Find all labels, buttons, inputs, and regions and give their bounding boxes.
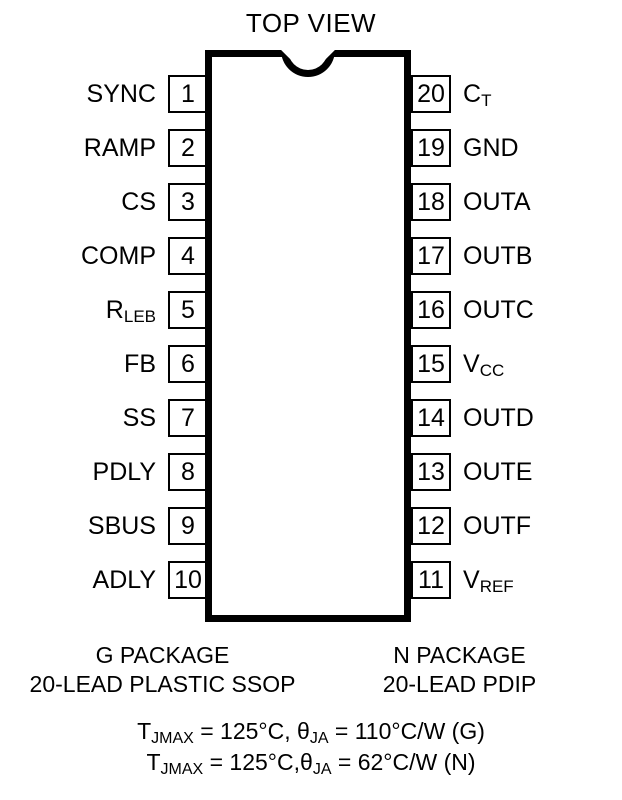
pin-label-base: COMP: [81, 242, 156, 270]
package-n-name: N PACKAGE: [393, 642, 526, 668]
tjmax-symbol-n: T: [146, 749, 161, 775]
pin-label-vcc: VCC: [463, 345, 622, 386]
pin-number-box-7: 7: [168, 399, 208, 437]
pin-number-box-2: 2: [168, 129, 208, 167]
pin-label-base: OUTD: [463, 404, 534, 432]
tjmax-subscript-g: JMAX: [151, 730, 194, 747]
pin-label-base: CS: [121, 188, 156, 216]
pin-label-base: SS: [122, 404, 156, 432]
pin-number-box-6: 6: [168, 345, 208, 383]
pin-label-base: SYNC: [86, 80, 156, 108]
pin-number-box-16: 16: [411, 291, 451, 329]
pin-label-fb: FB: [0, 345, 156, 383]
pin-label-comp: COMP: [0, 237, 156, 275]
tjmax-value-n: = 125°C,: [203, 749, 301, 775]
pin-label-base: C: [463, 80, 482, 108]
pin-number-box-13: 13: [411, 453, 451, 491]
pin-number-box-9: 9: [168, 507, 208, 545]
pin-number-box-4: 4: [168, 237, 208, 275]
thermal-spec-line-n: TJMAX = 125°C,θJA = 62°C/W (N): [0, 747, 622, 781]
pin-label-outc: OUTC: [463, 291, 622, 329]
page-title: TOP VIEW: [245, 8, 377, 38]
pin-label-base: GND: [463, 134, 519, 162]
pin-label-adly: ADLY: [0, 561, 156, 599]
thermal-spec-line-g: TJMAX = 125°C, θJA = 110°C/W (G): [0, 716, 622, 750]
pin-label-base: OUTE: [463, 458, 533, 486]
pin-number-box-10: 10: [168, 561, 208, 599]
tjmax-subscript-n: JMAX: [160, 761, 204, 778]
pin-label-base: OUTA: [463, 188, 531, 216]
pin-label-cs: CS: [0, 183, 156, 221]
pin-label-ramp: RAMP: [0, 129, 156, 167]
pin-label-outf: OUTF: [463, 507, 622, 545]
pin-number-box-8: 8: [168, 453, 208, 491]
pin-label-subscript: REF: [479, 577, 514, 596]
pin-label-outa: OUTA: [463, 183, 622, 221]
pin-label-base: V: [463, 350, 480, 378]
pin-label-base: V: [463, 566, 480, 594]
theta-subscript-n: JA: [312, 761, 332, 778]
pin-label-gnd: GND: [463, 129, 622, 167]
pin-label-base: OUTF: [463, 512, 532, 540]
theta-symbol-n: θ: [300, 749, 313, 775]
pin-number-box-11: 11: [411, 561, 451, 599]
pin-label-base: RAMP: [83, 134, 156, 162]
pin-number-box-14: 14: [411, 399, 451, 437]
pin-label-base: OUTC: [463, 296, 534, 324]
pin-label-base: SBUS: [87, 512, 156, 540]
pin-label-sbus: SBUS: [0, 507, 156, 545]
pin-number-box-5: 5: [168, 291, 208, 329]
pin-label-base: PDLY: [92, 458, 156, 486]
pin-label-ct: CT: [463, 75, 622, 116]
pin-label-subscript: LEB: [123, 307, 156, 326]
pin-label-vref: VREF: [463, 561, 622, 602]
package-body-outline: [205, 50, 411, 622]
pin-label-ss: SS: [0, 399, 156, 437]
package-g-description: 20-LEAD PLASTIC SSOP: [29, 671, 296, 697]
pin-label-oute: OUTE: [463, 453, 622, 491]
pin-number-box-3: 3: [168, 183, 208, 221]
theta-value-g: = 110°C/W (G): [328, 718, 485, 744]
pin-number-box-18: 18: [411, 183, 451, 221]
theta-subscript-g: JA: [309, 730, 329, 747]
package-g-name: G PACKAGE: [95, 642, 230, 668]
package-caption-n: N PACKAGE 20-LEAD PDIP: [311, 641, 608, 699]
pin-label-base: FB: [124, 350, 156, 378]
pin-number-box-15: 15: [411, 345, 451, 383]
pin-label-outd: OUTD: [463, 399, 622, 437]
pin-label-subscript: T: [481, 91, 492, 110]
pin-label-rleb: RLEB: [0, 291, 156, 332]
tjmax-symbol-g: T: [137, 718, 152, 744]
pin-number-box-12: 12: [411, 507, 451, 545]
pin-number-box-1: 1: [168, 75, 208, 113]
pin-label-base: ADLY: [92, 566, 156, 594]
pin-label-subscript: CC: [479, 361, 505, 380]
pin-label-base: OUTB: [463, 242, 533, 270]
tjmax-value-g: = 125°C,: [193, 718, 298, 744]
package-caption-g: G PACKAGE 20-LEAD PLASTIC SSOP: [14, 641, 311, 699]
package-n-description: 20-LEAD PDIP: [382, 671, 537, 697]
pin-label-pdly: PDLY: [0, 453, 156, 491]
pin-label-sync: SYNC: [0, 75, 156, 113]
pin-label-outb: OUTB: [463, 237, 622, 275]
pin-number-box-19: 19: [411, 129, 451, 167]
theta-value-n: = 62°C/W (N): [331, 749, 476, 775]
theta-symbol-g: θ: [297, 718, 310, 744]
pin-number-box-17: 17: [411, 237, 451, 275]
pin-number-box-20: 20: [411, 75, 451, 113]
pin-label-base: R: [105, 296, 124, 324]
